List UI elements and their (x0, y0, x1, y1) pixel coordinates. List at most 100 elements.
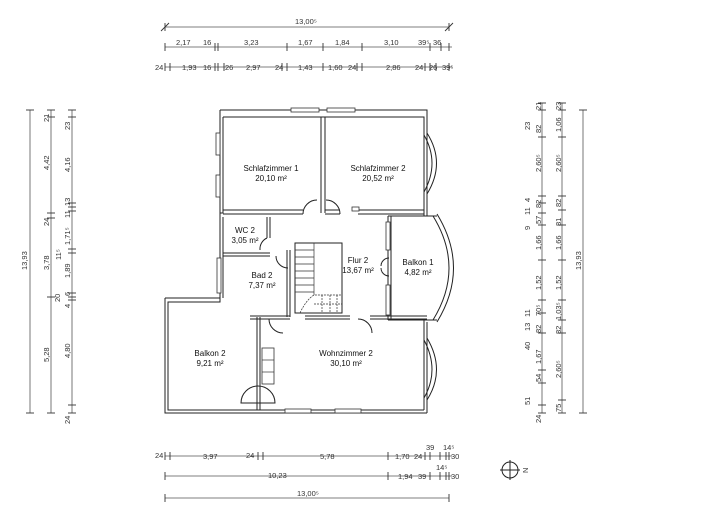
dim-left-c3: 23 (63, 122, 72, 130)
dim-right-c2: 1,66 (554, 235, 563, 250)
dim-top-r3: 2,97 (246, 63, 261, 72)
dim-bottom-r2: 14⁵ (436, 463, 447, 472)
dim-right-c2: 81 (554, 218, 563, 226)
dim-left-total: 13,93 (20, 251, 29, 270)
dim-right-c1: 1,52 (534, 275, 543, 290)
dim-right-c1: 13 (523, 323, 532, 331)
dim-top-r2: 2,17 (176, 38, 191, 47)
room-area: 20,10 m² (255, 174, 287, 183)
room-area: 30,10 m² (330, 359, 362, 368)
dim-top-r3: 2,86 (386, 63, 401, 72)
dim-right-c1: 70⁵ (534, 305, 543, 316)
dim-right-c2: 23 (554, 102, 563, 110)
dim-right-total: 13,93 (574, 251, 583, 270)
dim-top-r2: 3,10 (384, 38, 399, 47)
room-name: Schlafzimmer 1 (243, 164, 299, 173)
dim-top-r3: 1,93 (182, 63, 197, 72)
dim-right-c1: 24 (534, 415, 543, 423)
dim-top-r3: 26 (225, 63, 233, 72)
dim-right-c1: 82 (534, 200, 543, 208)
room-name: WC 2 (235, 226, 256, 235)
dim-left-c3: 6 (63, 292, 72, 296)
dim-top-r3: 16 (203, 63, 211, 72)
dim-left-c2: 20 (53, 294, 62, 302)
room-area: 4,82 m² (404, 268, 431, 277)
dim-left-c3: 1,71⁵ (63, 227, 72, 245)
dim-top-r3: 1,43 (298, 63, 313, 72)
dim-right-c1: 9 (523, 226, 532, 230)
dim-left-c3: 4,16 (63, 157, 72, 172)
dim-bottom-total: 13,00⁵ (297, 489, 319, 498)
dim-top-r2: 39⁵ (418, 38, 429, 47)
dim-right-c1: 1,66 (534, 235, 543, 250)
dim-bottom-r1: 24 (246, 451, 254, 460)
dim-bottom-r2: 1,94 (398, 472, 413, 481)
dim-bottom-r1: 24 (414, 452, 422, 461)
doors (240, 199, 390, 404)
dim-right-c1: 82 (534, 125, 543, 133)
room-name: Balkon 2 (194, 349, 226, 358)
dim-top-r2: 1,84 (335, 38, 350, 47)
dim-right-c1: 11 (523, 207, 532, 215)
dim-right-c2: 2,60⁵ (554, 154, 563, 172)
room-area: 13,67 m² (342, 266, 374, 275)
dim-right-c2: 75 (554, 404, 563, 412)
dim-right-c2: 1,52 (554, 275, 563, 290)
dim-left-c3: 11 (63, 210, 72, 218)
room-name: Balkon 1 (402, 258, 434, 267)
room-name: Bad 2 (252, 271, 273, 280)
dim-bottom-r1: 39 (426, 443, 434, 452)
dim-right-c1: 21 (534, 102, 543, 110)
dim-right-c1: 57 (534, 216, 543, 224)
dim-top-r3: 26 (429, 63, 437, 72)
dim-bottom-r2: 39 (418, 472, 426, 481)
right-dimensions: 21 23 82 2,60⁵ 4 11 82 9 57 1,66 1,52 13… (523, 102, 587, 423)
room-name: Schlafzimmer 2 (350, 164, 406, 173)
dim-left-c3: 4 (63, 304, 72, 308)
dim-right-c2: 82 (554, 326, 563, 334)
dim-top-r3: 1,60 (328, 63, 343, 72)
dim-right-c1: 40 (523, 342, 532, 350)
staircase (294, 242, 343, 314)
north-arrow-icon: N (500, 460, 530, 480)
dim-right-c2: 2,60⁵ (554, 360, 563, 378)
dim-right-c1: 2,60⁵ (534, 154, 543, 172)
room-name: Wohnzimmer 2 (319, 349, 373, 358)
room-area: 20,52 m² (362, 174, 394, 183)
dim-bottom-r2: 10,23 (268, 471, 287, 480)
dim-top-r3: 24 (275, 63, 283, 72)
dim-right-c1: 11 (523, 309, 532, 317)
dim-right-c2: 1,03⁵ (554, 302, 563, 320)
windows (215, 107, 391, 414)
dim-bottom-r1: 1,70 (395, 452, 410, 461)
dim-left-c2: 5,28 (42, 347, 51, 362)
dim-top-r3: 24 (348, 63, 356, 72)
dim-bottom-r1: 3,97 (203, 452, 218, 461)
dim-bottom-r2: 30 (451, 472, 459, 481)
room-area: 9,21 m² (196, 359, 223, 368)
dim-right-c1: 51 (523, 397, 532, 405)
dim-top-total: 13,00⁵ (295, 17, 317, 26)
dim-top-r3: 24 (155, 63, 163, 72)
bottom-dimensions: 24 3,97 24 5,78 1,70 24 39 14⁵ 30 10,23 … (155, 443, 459, 502)
dim-right-c2: 1,06 (554, 117, 563, 132)
room-area: 7,37 m² (248, 281, 275, 290)
dim-left-c2: 4,42 (42, 155, 51, 170)
dim-top-r3: 24 (415, 63, 423, 72)
dim-top-r2: 3,23 (244, 38, 259, 47)
dim-left-c2: 3,78 (42, 255, 51, 270)
room-name: Flur 2 (348, 256, 369, 265)
dim-right-c2: 82 (554, 199, 563, 207)
dim-left-c3: 1,89 (63, 263, 72, 278)
dim-top-r2: 36 (433, 38, 441, 47)
dim-left-c2: 21 (42, 114, 51, 122)
room-area: 3,05 m² (231, 236, 258, 245)
left-dimensions: 13,93 21 4,42 24 3,78 20 5,28 23 4,16 13… (20, 109, 76, 424)
dim-bottom-r1: 14⁵ (443, 443, 454, 452)
dim-left-c3: 13 (63, 198, 72, 206)
dim-bottom-r1: 30 (451, 452, 459, 461)
dim-bottom-r1: 5,78 (320, 452, 335, 461)
dim-left-c2: 24 (42, 218, 51, 226)
dim-right-c1: 23 (523, 122, 532, 130)
dim-left-c3: 11⁵ (54, 249, 63, 260)
